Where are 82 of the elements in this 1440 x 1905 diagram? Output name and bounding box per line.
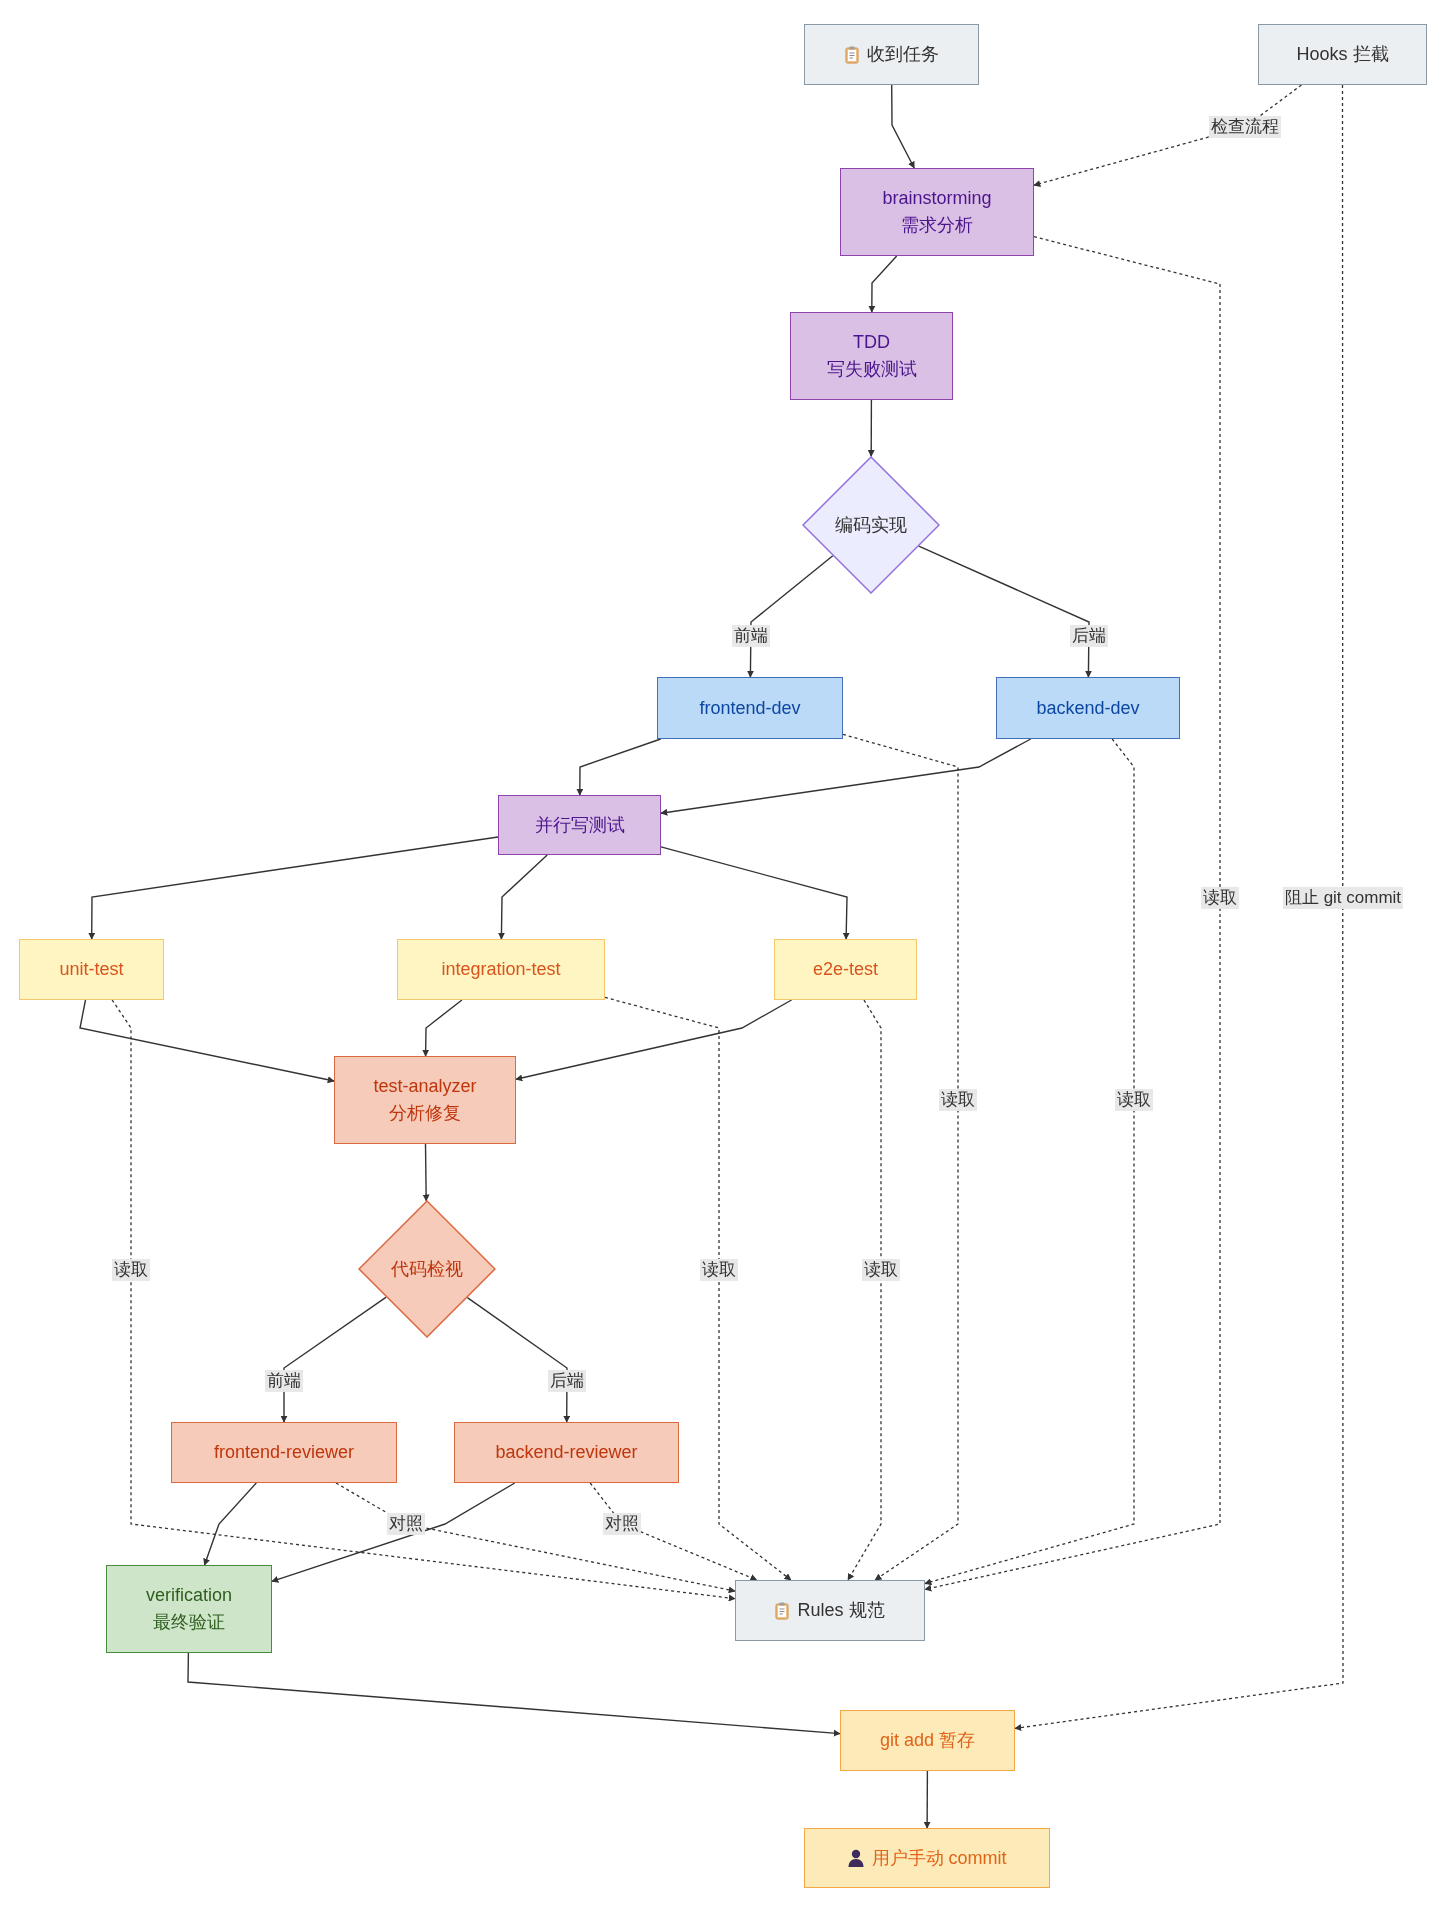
edge-label: 读取 xyxy=(700,1258,738,1282)
arrow xyxy=(422,999,463,1057)
arrow xyxy=(203,1482,257,1566)
arrow xyxy=(924,738,1135,1586)
arrow xyxy=(867,399,875,457)
arrow xyxy=(271,1482,516,1583)
node-label: test-analyzer xyxy=(373,1075,477,1098)
edge-label: 读取 xyxy=(862,1258,900,1282)
arrow xyxy=(335,1482,736,1594)
node-label: backend-reviewer xyxy=(495,1441,638,1464)
process-box xyxy=(454,1422,679,1483)
process-box xyxy=(774,939,917,1000)
node-label: 编码实现 xyxy=(835,513,907,537)
node-label: TDD xyxy=(853,331,890,354)
edge-label: 读取 xyxy=(1115,1088,1153,1112)
arrow xyxy=(868,255,898,313)
arrow xyxy=(1014,84,1344,1731)
arrow xyxy=(111,999,736,1602)
process-box xyxy=(840,168,1034,256)
process-box xyxy=(735,1580,925,1641)
edge-label: 对照 xyxy=(603,1512,641,1536)
process-box xyxy=(498,795,661,855)
decision-diamond xyxy=(358,1200,496,1338)
edge-label: 检查流程 xyxy=(1209,115,1281,139)
arrow xyxy=(187,1652,841,1737)
node-label: integration-test xyxy=(441,958,561,981)
process-box xyxy=(106,1565,272,1653)
node-label: 最终验证 xyxy=(153,1611,225,1634)
arrow xyxy=(422,1143,430,1202)
arrow xyxy=(842,733,959,1581)
arrow xyxy=(660,846,850,940)
edge-label: 读取 xyxy=(939,1088,977,1112)
arrow xyxy=(660,738,1032,816)
arrow xyxy=(604,996,792,1581)
node-label: brainstorming xyxy=(882,187,992,210)
process-box xyxy=(790,312,953,400)
decision-diamond xyxy=(802,456,940,594)
node-label: 代码检视 xyxy=(391,1257,463,1281)
process-box xyxy=(840,1710,1015,1771)
arrow xyxy=(923,1770,931,1829)
process-box xyxy=(996,677,1180,739)
arrow xyxy=(891,84,915,169)
edge-label: 读取 xyxy=(112,1258,150,1282)
arrow xyxy=(918,545,1092,678)
edge-label: 前端 xyxy=(732,624,770,648)
arrow xyxy=(515,999,793,1082)
node-label: 并行写测试 xyxy=(534,813,625,837)
process-box xyxy=(657,677,843,739)
arrow xyxy=(576,738,662,796)
arrow xyxy=(498,854,548,940)
arrow xyxy=(589,1482,758,1581)
edge-label: 后端 xyxy=(1070,624,1108,648)
arrow xyxy=(88,836,499,940)
node-label: 需求分析 xyxy=(901,214,973,237)
arrow xyxy=(847,999,882,1581)
node-label: 用户手动 commit xyxy=(871,1846,1007,1870)
node-label: backend-dev xyxy=(1036,696,1140,720)
process-box xyxy=(1258,24,1427,85)
node-label: frontend-reviewer xyxy=(213,1441,355,1464)
process-box xyxy=(19,939,164,1000)
edge-label: 后端 xyxy=(548,1369,586,1393)
edge-label: 读取 xyxy=(1201,886,1239,910)
process-box xyxy=(804,24,979,85)
node-label: verification xyxy=(145,1584,232,1607)
node-label: frontend-dev xyxy=(699,696,801,720)
process-box xyxy=(804,1828,1050,1888)
node-label: e2e-test xyxy=(812,958,878,981)
node-label: 写失败测试 xyxy=(826,358,917,381)
process-box xyxy=(171,1422,397,1483)
node-label: git add 暂存 xyxy=(879,1729,975,1752)
node-label: 收到任务 xyxy=(866,43,939,66)
process-box xyxy=(334,1056,516,1144)
edge-label: 对照 xyxy=(387,1512,425,1536)
arrow xyxy=(924,236,1221,1592)
node-label: 分析修复 xyxy=(389,1102,461,1125)
process-box xyxy=(397,939,605,1000)
node-label: Rules 规范 xyxy=(797,1599,885,1622)
node-label: unit-test xyxy=(59,958,124,981)
arrow xyxy=(79,999,335,1084)
edge-label: 阻止 git commit xyxy=(1282,886,1404,910)
edge-label: 前端 xyxy=(265,1369,303,1393)
node-label: Hooks 拦截 xyxy=(1296,43,1389,66)
